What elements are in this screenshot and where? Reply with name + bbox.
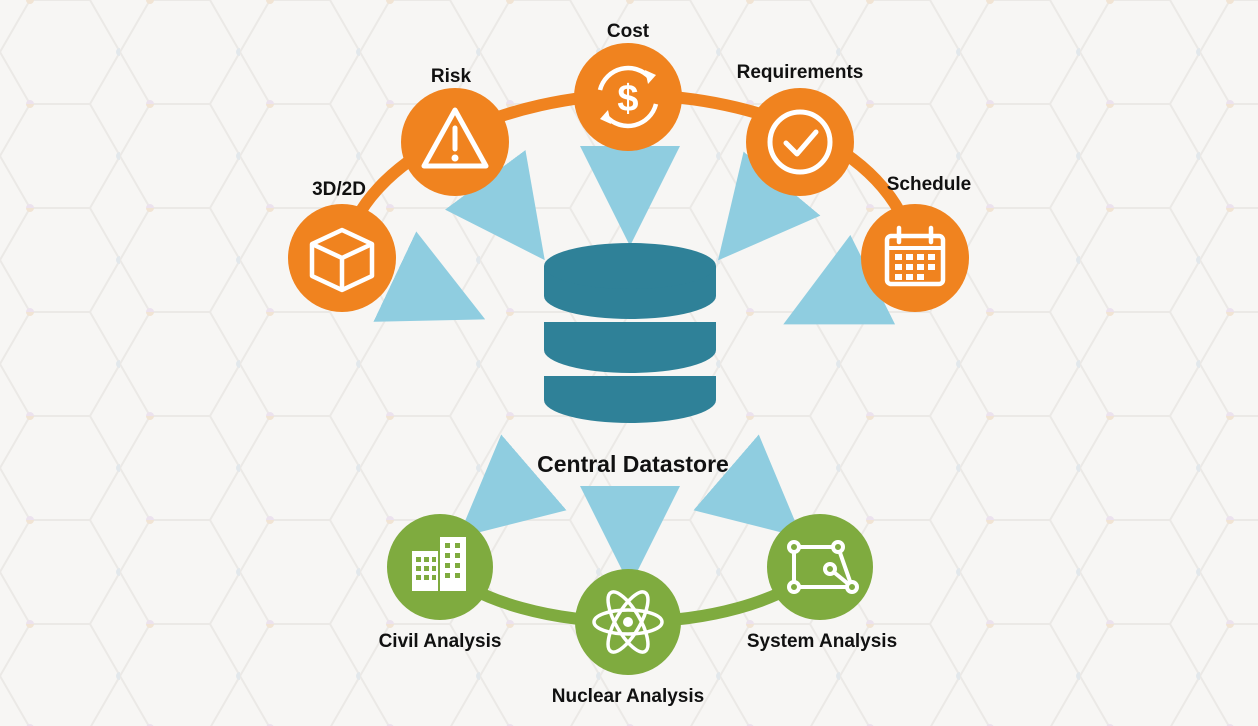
node-circle xyxy=(746,88,854,196)
checkmark-circle-icon xyxy=(767,109,833,175)
input-node-3d2d: 3D/2D xyxy=(288,179,396,312)
arrow-civil xyxy=(458,434,567,538)
flow-arrows xyxy=(373,146,896,586)
input-label-requirements: Requirements xyxy=(737,62,864,83)
arrow-3d2d xyxy=(373,231,486,322)
network-icon xyxy=(787,540,859,594)
atom-icon xyxy=(592,590,664,654)
arrow-system xyxy=(693,434,802,538)
output-label-nuclear: Nuclear Analysis xyxy=(552,686,704,707)
input-node-risk: Risk xyxy=(401,66,509,196)
input-label-cost: Cost xyxy=(607,21,650,42)
input-label-3d2d: 3D/2D xyxy=(312,179,366,200)
warning-icon xyxy=(421,107,489,169)
central-datastore-label: Central Datastore xyxy=(537,451,729,477)
arrow-schedule xyxy=(783,234,896,325)
svg-text:$: $ xyxy=(617,78,638,120)
central-datastore: Central Datastore xyxy=(537,243,729,477)
output-label-civil: Civil Analysis xyxy=(379,631,502,652)
output-node-system: System Analysis xyxy=(747,514,897,652)
output-node-civil: Civil Analysis xyxy=(379,514,502,652)
calendar-icon xyxy=(884,225,946,287)
arrow-risk xyxy=(445,150,545,261)
arrow-requirements xyxy=(717,151,821,261)
cube-icon xyxy=(309,227,375,293)
dollar-cycle-icon: $ xyxy=(597,65,659,129)
input-node-schedule: Schedule xyxy=(861,174,971,312)
building-icon xyxy=(412,537,466,591)
output-label-system: System Analysis xyxy=(747,631,897,652)
node-circle xyxy=(767,514,873,620)
database-icon xyxy=(544,243,716,423)
input-label-risk: Risk xyxy=(431,66,472,87)
output-node-nuclear: Nuclear Analysis xyxy=(552,569,704,707)
node-circle xyxy=(861,204,969,312)
node-circle xyxy=(574,43,682,151)
input-node-requirements: Requirements xyxy=(737,62,864,196)
input-label-schedule: Schedule xyxy=(887,174,971,195)
input-node-cost: $ Cost xyxy=(574,21,682,151)
